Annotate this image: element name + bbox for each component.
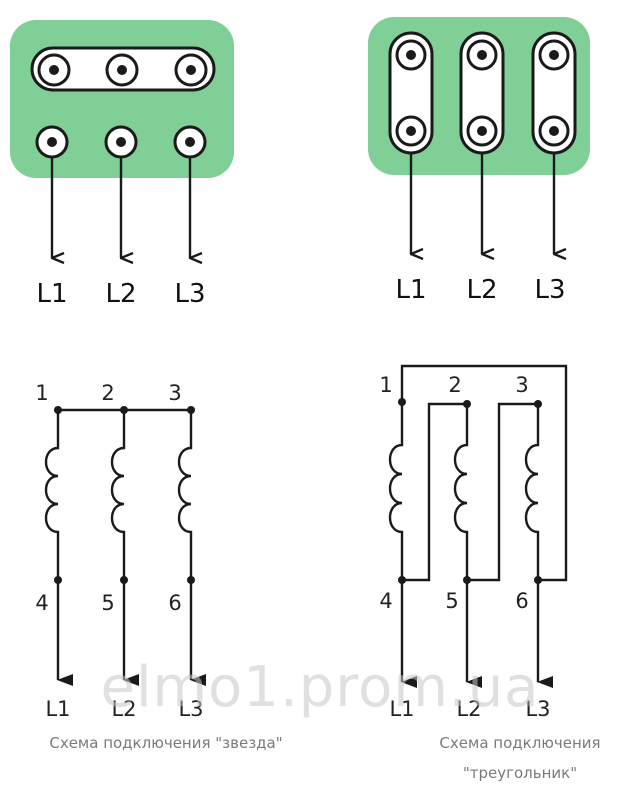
delta-board-label-l2: L2 [466, 275, 497, 305]
delta-terminal-3 [538, 39, 570, 71]
star-terminal-6 [173, 125, 207, 159]
delta-node-dot-5 [463, 576, 471, 584]
delta-terminal-5 [466, 115, 498, 147]
delta-node-number-6: 6 [515, 589, 528, 613]
delta-node-dot-3 [534, 400, 542, 408]
star-terminal-board: L1 L2 L3 [10, 20, 234, 309]
star-line-label-l2: L2 [111, 697, 136, 721]
delta-terminal-6 [538, 115, 570, 147]
star-board-label-l3: L3 [174, 279, 205, 309]
star-winding-3 [177, 410, 193, 580]
delta-winding-1 [388, 402, 404, 580]
star-line-label-l3: L3 [178, 697, 203, 721]
delta-node-number-2: 2 [448, 373, 461, 397]
star-winding-1 [44, 410, 60, 580]
star-caption: Схема подключения "звезда" [49, 734, 282, 752]
delta-node-dot-6 [534, 576, 542, 584]
star-node-number-5: 5 [101, 591, 114, 615]
star-node-dot-3 [187, 406, 195, 414]
delta-line-label-l3: L3 [525, 697, 550, 721]
delta-link-2-4 [402, 402, 467, 582]
delta-schematic [388, 364, 568, 688]
delta-node-dot-2 [463, 400, 471, 408]
delta-node-number-3: 3 [515, 373, 528, 397]
star-winding-2 [110, 410, 126, 580]
delta-node-dot-4 [398, 576, 406, 584]
delta-terminal-board: L1 L2 L3 [368, 17, 590, 305]
star-line-label-l1: L1 [45, 697, 70, 721]
delta-winding-2 [453, 404, 469, 580]
star-schematic [44, 406, 206, 686]
delta-node-number-4: 4 [379, 589, 392, 613]
star-node-number-2: 2 [101, 381, 114, 405]
delta-winding-3 [524, 404, 540, 580]
star-node-number-1: 1 [35, 381, 48, 405]
star-terminal-4 [35, 125, 69, 159]
delta-line-label-l2: L2 [456, 697, 481, 721]
delta-caption-line-2: "треугольник" [463, 764, 577, 782]
star-node-number-3: 3 [168, 381, 181, 405]
delta-line-label-l1: L1 [389, 697, 414, 721]
delta-terminal-4 [395, 115, 427, 147]
star-terminal-1 [37, 53, 71, 87]
delta-board-label-l3: L3 [534, 275, 565, 305]
star-node-dot-4 [54, 576, 62, 584]
delta-node-number-5: 5 [445, 589, 458, 613]
delta-board-label-l1: L1 [395, 275, 426, 305]
star-node-dot-1 [54, 406, 62, 414]
watermark-text: elmo1.prom.ua [100, 655, 539, 720]
star-node-dot-2 [120, 406, 128, 414]
star-terminal-2 [105, 53, 139, 87]
delta-node-number-1: 1 [379, 373, 392, 397]
star-board-label-l2: L2 [105, 279, 136, 309]
star-terminal-3 [174, 53, 208, 87]
delta-node-dot-1 [398, 398, 406, 406]
delta-caption-line-1: Схема подключения [439, 734, 600, 752]
star-node-number-4: 4 [35, 591, 48, 615]
delta-terminal-1 [395, 39, 427, 71]
star-node-dot-6 [187, 576, 195, 584]
star-node-number-6: 6 [168, 591, 181, 615]
star-terminal-5 [104, 125, 138, 159]
delta-link-1-6 [400, 364, 568, 582]
star-board-label-l1: L1 [36, 279, 67, 309]
delta-terminal-2 [466, 39, 498, 71]
delta-link-3-5 [467, 402, 538, 582]
star-node-dot-5 [120, 576, 128, 584]
